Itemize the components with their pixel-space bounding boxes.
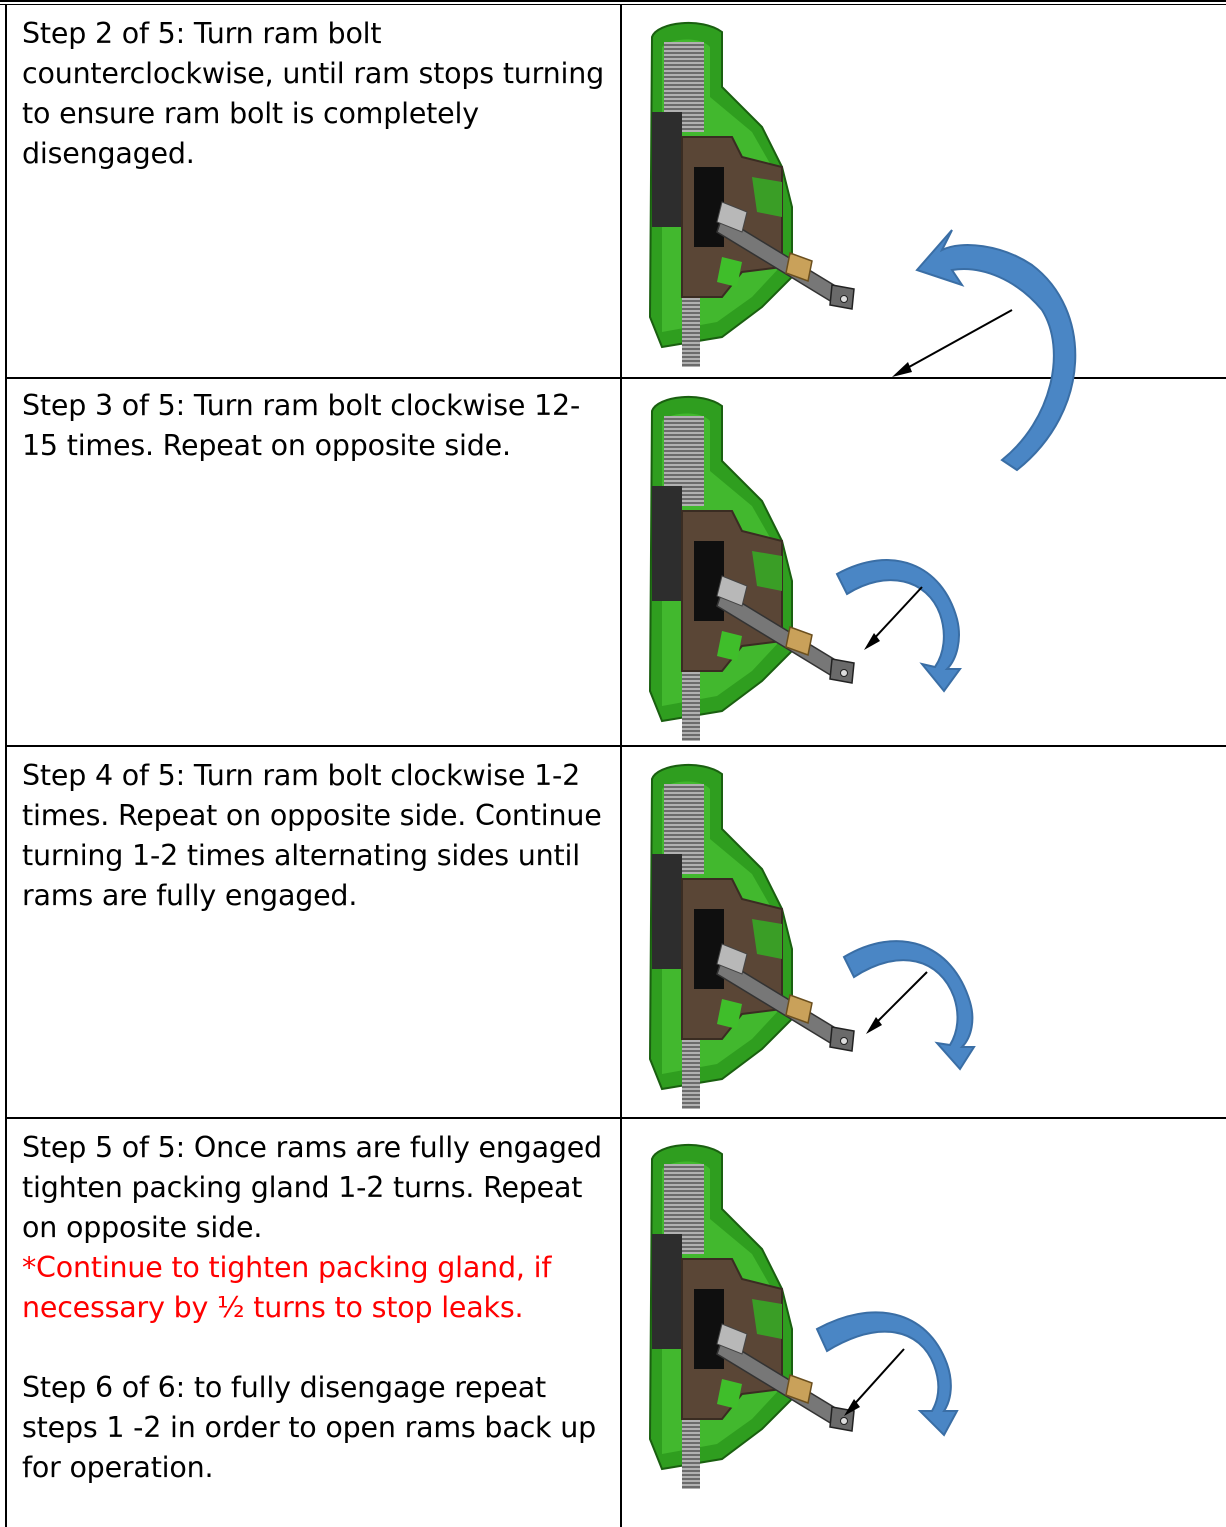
step-5-text: Step 5 of 5: Once rams are fully engaged… bbox=[22, 1131, 602, 1244]
row-divider bbox=[5, 377, 1226, 379]
step-2-cell: Step 2 of 5: Turn ram bolt counterclockw… bbox=[22, 14, 614, 174]
step-6-text: Step 6 of 6: to fully disengage repeat s… bbox=[22, 1371, 596, 1484]
ram-assembly-illustration bbox=[649, 1143, 959, 1490]
step-3-cell: Step 3 of 5: Turn ram bolt clockwise 12-… bbox=[22, 386, 614, 466]
step-4-cell: Step 4 of 5: Turn ram bolt clockwise 1-2… bbox=[22, 756, 614, 916]
step-3-text: Step 3 of 5: Turn ram bolt clockwise 12-… bbox=[22, 389, 581, 462]
table-top-border bbox=[0, 0, 1226, 5]
row-divider bbox=[5, 745, 1226, 747]
step-4-text: Step 4 of 5: Turn ram bolt clockwise 1-2… bbox=[22, 759, 602, 912]
thin-black-arrow-icon bbox=[892, 309, 1013, 377]
step-5-cell: Step 5 of 5: Once rams are fully engaged… bbox=[22, 1128, 614, 1488]
thin-black-arrow-icon bbox=[871, 971, 928, 1028]
table-column-divider bbox=[620, 5, 622, 1527]
step-4-figure bbox=[622, 747, 1226, 1117]
curved-arrow-icon bbox=[835, 559, 962, 693]
warning-note: *Continue to tighten packing gland, if n… bbox=[22, 1251, 552, 1324]
curved-arrow-icon bbox=[842, 940, 976, 1071]
row-divider bbox=[5, 1117, 1226, 1119]
thin-black-arrow-icon bbox=[869, 586, 923, 644]
thin-black-arrow-icon bbox=[849, 1348, 905, 1410]
table-left-border bbox=[5, 5, 7, 1527]
curved-arrow-icon bbox=[915, 229, 1077, 472]
step-3-figure bbox=[622, 379, 1226, 745]
ram-assembly-illustration bbox=[649, 395, 962, 742]
curved-arrow-icon bbox=[815, 1311, 959, 1437]
step-2-text: Step 2 of 5: Turn ram bolt counterclockw… bbox=[22, 17, 605, 170]
step-5-figure bbox=[622, 1119, 1226, 1527]
ram-assembly-illustration bbox=[649, 763, 976, 1110]
